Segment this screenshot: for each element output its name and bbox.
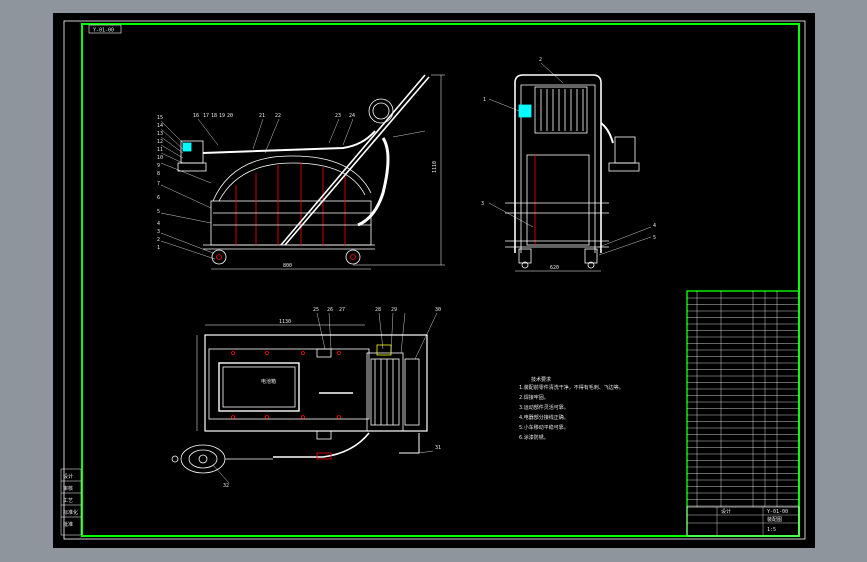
- callout: 21: [259, 113, 265, 119]
- callout: 18: [211, 113, 217, 119]
- callout: 26: [327, 307, 333, 313]
- callout: 2: [539, 57, 542, 63]
- callout: 5: [653, 235, 656, 241]
- front-view: [160, 74, 445, 270]
- callout: 13: [157, 131, 163, 137]
- left-table-cell: 审核: [63, 485, 73, 492]
- front-top-callouts: 16 17 18 19 20 21 22 23 24: [193, 113, 355, 119]
- side-view: [488, 62, 652, 272]
- left-table-cell: 批准: [63, 521, 73, 528]
- callout: 23: [335, 113, 341, 119]
- top-width-dim: 1130: [279, 319, 291, 325]
- note-line: 4.电器部分接线正确。: [519, 414, 569, 421]
- parts-list: [686, 290, 800, 537]
- top-view-label: 电池箱: [261, 378, 276, 385]
- callout: 25: [313, 307, 319, 313]
- title-tag-box: [88, 24, 122, 34]
- note-line: 1.装配前零件清洗干净，不得有毛刺、飞边等。: [519, 384, 624, 391]
- outer-frame: [63, 20, 806, 540]
- callout: 31: [435, 445, 441, 451]
- callout: 16: [193, 113, 199, 119]
- left-table-cell: 工艺: [63, 498, 73, 504]
- callout: 19: [219, 113, 225, 119]
- title-block-material: 装配图: [767, 516, 782, 523]
- side-callouts: 1 2 3 4 5: [481, 57, 656, 241]
- callout: 15: [157, 115, 163, 121]
- callout: 29: [391, 307, 397, 313]
- top-view-callouts: 25 26 27 28 29 30 31 32: [223, 307, 441, 489]
- callout: 1: [157, 245, 160, 251]
- callout: 22: [275, 113, 281, 119]
- cad-drawing: Y-01-00: [60, 20, 806, 540]
- callout: 28: [375, 307, 381, 313]
- side-width-dim: 620: [550, 265, 559, 271]
- callout: 27: [339, 307, 345, 313]
- callout: 4: [653, 223, 656, 229]
- notes-heading: 技术要求: [531, 376, 551, 383]
- callout: 3: [157, 229, 160, 235]
- title-block-name: 设计: [721, 508, 731, 515]
- callout: 30: [435, 307, 441, 313]
- callout: 4: [157, 221, 160, 227]
- note-line: 5.小车移动平稳可靠。: [519, 424, 569, 431]
- callout: 5: [157, 209, 160, 215]
- callout: 3: [481, 201, 484, 207]
- inner-frame: [81, 23, 800, 537]
- front-left-callouts: 15 14 13 12 11 10 9 8 7 6 5 4 3 2 1: [157, 115, 163, 251]
- callout: 20: [227, 113, 233, 119]
- callout: 24: [349, 113, 355, 119]
- title-tag: Y-01-00: [93, 28, 114, 34]
- title-block-drawing-no: Y-01-00: [767, 509, 788, 515]
- callout: 9: [157, 163, 160, 169]
- callout: 1: [483, 97, 486, 103]
- left-table-cell: 设计: [63, 473, 73, 480]
- title-block-scale: 1:5: [767, 527, 776, 533]
- cad-viewport[interactable]: Y-01-00: [53, 13, 815, 548]
- callout: 10: [157, 155, 163, 161]
- callout: 12: [157, 139, 163, 145]
- callout: 2: [157, 237, 160, 243]
- note-line: 6.涂漆防锈。: [519, 434, 549, 441]
- front-width-dim: 800: [283, 263, 292, 269]
- callout: 11: [157, 147, 163, 153]
- callout: 17: [203, 113, 209, 119]
- top-view: [171, 312, 438, 484]
- left-stamp-table: [60, 468, 82, 536]
- note-line: 3.运动部件灵活可靠。: [519, 404, 569, 411]
- callout: 7: [157, 181, 160, 187]
- technical-notes: 技术要求 1.装配前零件清洗干净，不得有毛刺、飞边等。 2.焊接牢固。 3.运动…: [519, 376, 624, 441]
- callout: 32: [223, 483, 229, 489]
- note-line: 2.焊接牢固。: [519, 394, 549, 401]
- callout: 14: [157, 123, 163, 129]
- left-table-cell: 标准化: [63, 509, 78, 516]
- callout: 8: [157, 171, 160, 177]
- callout: 6: [157, 195, 160, 201]
- front-height-dim: 1110: [432, 161, 438, 173]
